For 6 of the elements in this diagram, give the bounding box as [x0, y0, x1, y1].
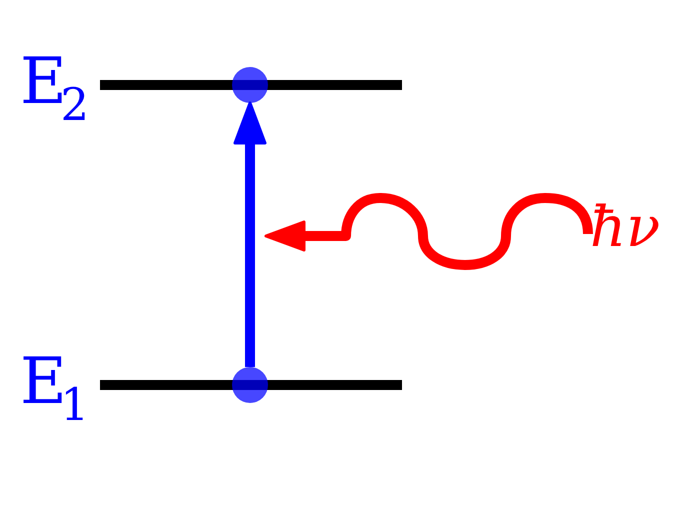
energy-label: E$_{1}$: [20, 350, 89, 428]
arrow: [234, 102, 266, 367]
state-dot: [232, 67, 268, 103]
photon-label: ħν: [590, 200, 660, 256]
state-dot: [232, 367, 268, 403]
energy-label: E$_{2}$: [20, 50, 89, 128]
